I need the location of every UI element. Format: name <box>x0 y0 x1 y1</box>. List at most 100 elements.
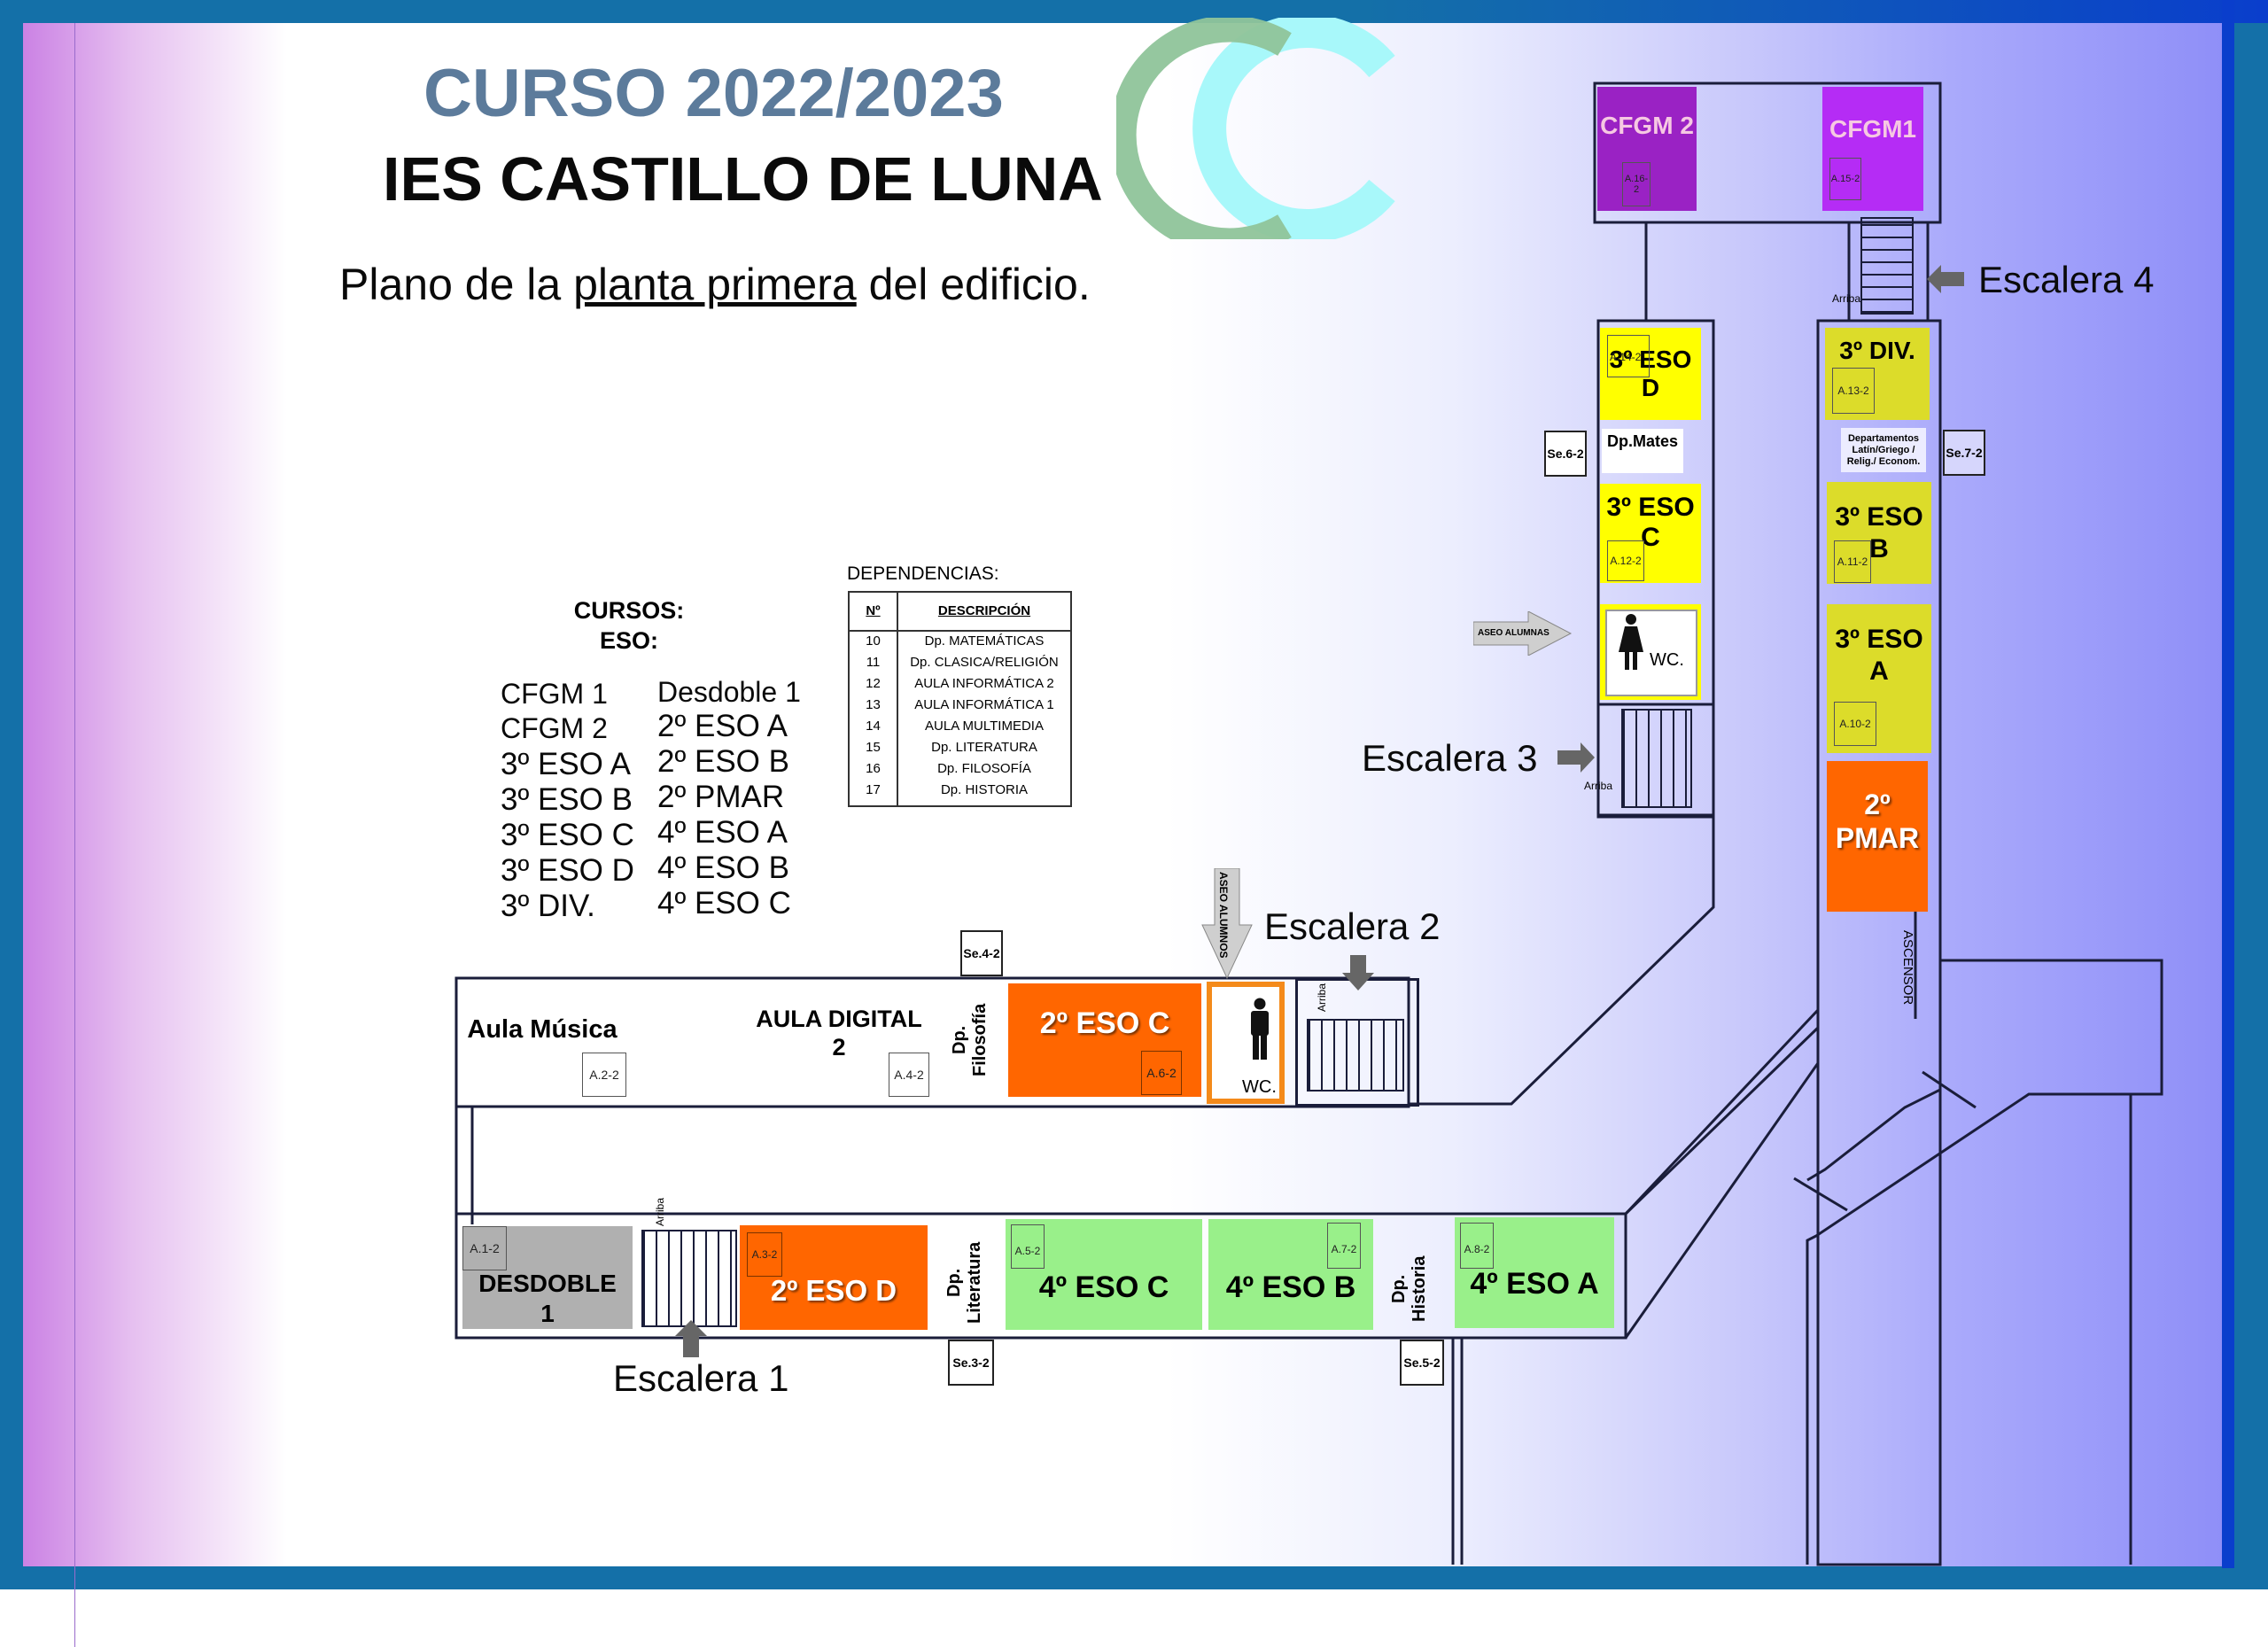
room-wc-girls[interactable]: WC. <box>1600 604 1701 700</box>
dep-description: AULA INFORMÁTICA 1 <box>914 697 1054 712</box>
dep-number: 17 <box>866 782 881 797</box>
room-dp-filosofia[interactable]: Dp. Filosofía <box>950 1003 990 1077</box>
room-4eso-c-label: 4º ESO C <box>1038 1270 1169 1304</box>
dep-number: 16 <box>866 761 881 776</box>
wall-west-column <box>1596 319 1715 819</box>
wall-lower-corridor <box>454 1212 1627 1340</box>
room-3eso-b-label-2: B <box>1869 534 1889 563</box>
course-item: 4º ESO C <box>657 886 791 921</box>
service-room-se5[interactable]: Se.5-2 <box>1400 1340 1444 1386</box>
dep-description: AULA MULTIMEDIA <box>925 719 1044 734</box>
room-code: A.12-2 <box>1607 540 1644 581</box>
course-item: Desdoble 1 <box>657 676 801 708</box>
room-2pmar[interactable]: 2º PMAR <box>1827 761 1928 912</box>
aseo-alumnas-label: ASEO ALUMNAS <box>1478 628 1550 638</box>
stairs-4-label: Escalera 4 <box>1978 259 2155 300</box>
frame-right-bar <box>2222 0 2234 1568</box>
room-4eso-a-label: 4º ESO A <box>1470 1267 1599 1301</box>
room-aula-digital-label-2: 2 <box>832 1034 846 1060</box>
arrow-right-icon <box>1557 742 1595 773</box>
room-code: A.15-2 <box>1829 158 1861 200</box>
elevator-label: ASCENSOR <box>1900 930 1915 1006</box>
service-room-se6[interactable]: Se.6-2 <box>1544 431 1587 477</box>
service-room-se4[interactable]: Se.4-2 <box>960 930 1003 976</box>
course-item: CFGM 1 <box>501 678 608 710</box>
dependencies-row: 13 AULA INFORMÁTICA 1 <box>850 697 1070 719</box>
dependencies-row: 14 AULA MULTIMEDIA <box>850 719 1070 740</box>
stairs-2 <box>1307 1019 1404 1092</box>
room-aula-musica-label: Aula Música <box>467 1015 617 1044</box>
room-code: A.14-2 <box>1607 335 1650 377</box>
room-dp-literatura[interactable]: Dp. Literatura <box>944 1241 984 1325</box>
course-item: 3º ESO C <box>501 818 634 852</box>
subtitle-underlined: planta primera <box>573 260 857 309</box>
room-code: A.1-2 <box>462 1226 507 1270</box>
room-2eso-d[interactable]: 2º ESO D A.3-2 <box>740 1225 928 1330</box>
arrow-left-icon <box>1927 265 1964 293</box>
room-3eso-c-label-1: 3º ESO <box>1606 493 1695 522</box>
course-item: 3º ESO B <box>501 782 633 817</box>
room-desdoble-1[interactable]: DESDOBLE 1 A.1-2 <box>462 1226 633 1329</box>
service-room-se7[interactable]: Se.7-2 <box>1943 430 1985 476</box>
arrow-down-icon <box>1342 955 1374 991</box>
dep-number: 11 <box>866 655 881 670</box>
plan-subtitle: Plano de la planta primera del edificio. <box>339 259 1091 310</box>
dep-number: 10 <box>866 633 881 649</box>
dep-number: 15 <box>866 740 881 755</box>
stairs-1-up-label: Arriba <box>654 1198 666 1227</box>
room-3div[interactable]: 3º DIV. A.13-2 <box>1825 328 1930 420</box>
room-code: A.6-2 <box>1141 1051 1182 1095</box>
room-code: A.5-2 <box>1011 1224 1045 1269</box>
room-wc-boys[interactable]: WC. <box>1207 982 1285 1104</box>
room-3eso-b-label-1: 3º ESO <box>1835 502 1923 532</box>
room-3eso-b[interactable]: 3º ESO B A.11-2 <box>1827 482 1931 584</box>
course-item: 3º ESO A <box>501 747 632 781</box>
dep-number: 14 <box>866 719 881 734</box>
room-3eso-d[interactable]: 3º ESO D A.14-2 <box>1600 328 1701 420</box>
room-cfgm2[interactable]: CFGM 2 A.16-2 <box>1597 87 1697 211</box>
dep-description: Dp. LITERATURA <box>931 740 1037 755</box>
dependencies-col-description: DESCRIPCIÓN <box>937 603 1031 618</box>
aseo-alumnos-label: ASEO ALUMNOS <box>1217 872 1230 959</box>
binding-line <box>74 23 75 1647</box>
dependencies-divider <box>897 593 898 805</box>
wall-southeast-block <box>1806 959 2163 1565</box>
courses-heading-line2: ESO: <box>599 627 658 654</box>
stairs-4 <box>1860 217 1914 315</box>
stairs-3-up-label: Arriba <box>1584 780 1613 792</box>
courses-heading: CURSOS: ESO: <box>567 595 691 656</box>
room-code: A.13-2 <box>1832 368 1875 414</box>
room-cfgm1-label: CFGM1 <box>1829 115 1916 143</box>
room-dp-historia[interactable]: Dp. Historia <box>1389 1255 1429 1323</box>
dependencies-header <box>850 593 1070 632</box>
room-2eso-c[interactable]: 2º ESO C A.6-2 <box>1008 983 1201 1097</box>
wc-girls-inner <box>1605 610 1697 696</box>
wall-north-block <box>1593 82 1942 224</box>
courses-column-1: CFGM 1 CFGM 2 3º ESO A 3º ESO B 3º ESO C… <box>501 678 634 924</box>
stairs-3 <box>1621 709 1692 808</box>
room-aula-musica[interactable]: Aula Música A.2-2 <box>458 983 626 1099</box>
stairs-1-label: Escalera 1 <box>613 1357 789 1399</box>
room-3eso-a[interactable]: 3º ESO A A.10-2 <box>1827 604 1931 753</box>
room-2pmar-label-2: PMAR <box>1835 822 1920 854</box>
room-cfgm1[interactable]: CFGM1 A.15-2 <box>1822 87 1923 211</box>
dependencies-title: DEPENDENCIAS: <box>847 563 999 584</box>
room-aula-digital-label-1: AULA DIGITAL <box>756 1006 922 1032</box>
room-3eso-c[interactable]: 3º ESO C A.12-2 <box>1600 484 1701 583</box>
room-dp-latin-griego[interactable]: Departamentos Latín/Griego / Relig./ Eco… <box>1841 428 1926 472</box>
room-4eso-a[interactable]: 4º ESO A A.8-2 <box>1455 1217 1614 1328</box>
course-item: 4º ESO A <box>657 815 788 850</box>
room-dp-mates[interactable]: Dp.Mates <box>1602 429 1683 473</box>
dependencies-row: 17 Dp. HISTORIA <box>850 782 1070 804</box>
room-aula-digital-2[interactable]: AULA DIGITAL 2 A.4-2 <box>747 983 931 1097</box>
room-code: A.3-2 <box>747 1232 782 1277</box>
service-room-se3[interactable]: Se.3-2 <box>948 1340 994 1386</box>
room-3eso-d-label-1: 3º ESO <box>1609 346 1692 373</box>
room-4eso-b[interactable]: 4º ESO B A.7-2 <box>1208 1219 1373 1330</box>
dep-description: Dp. HISTORIA <box>940 782 1029 797</box>
course-year-title: CURSO 2022/2023 <box>423 56 1004 131</box>
room-4eso-c[interactable]: 4º ESO C A.5-2 <box>1006 1219 1202 1330</box>
room-desdoble-label-2: 1 <box>540 1300 555 1327</box>
dep-number: 13 <box>866 697 881 712</box>
